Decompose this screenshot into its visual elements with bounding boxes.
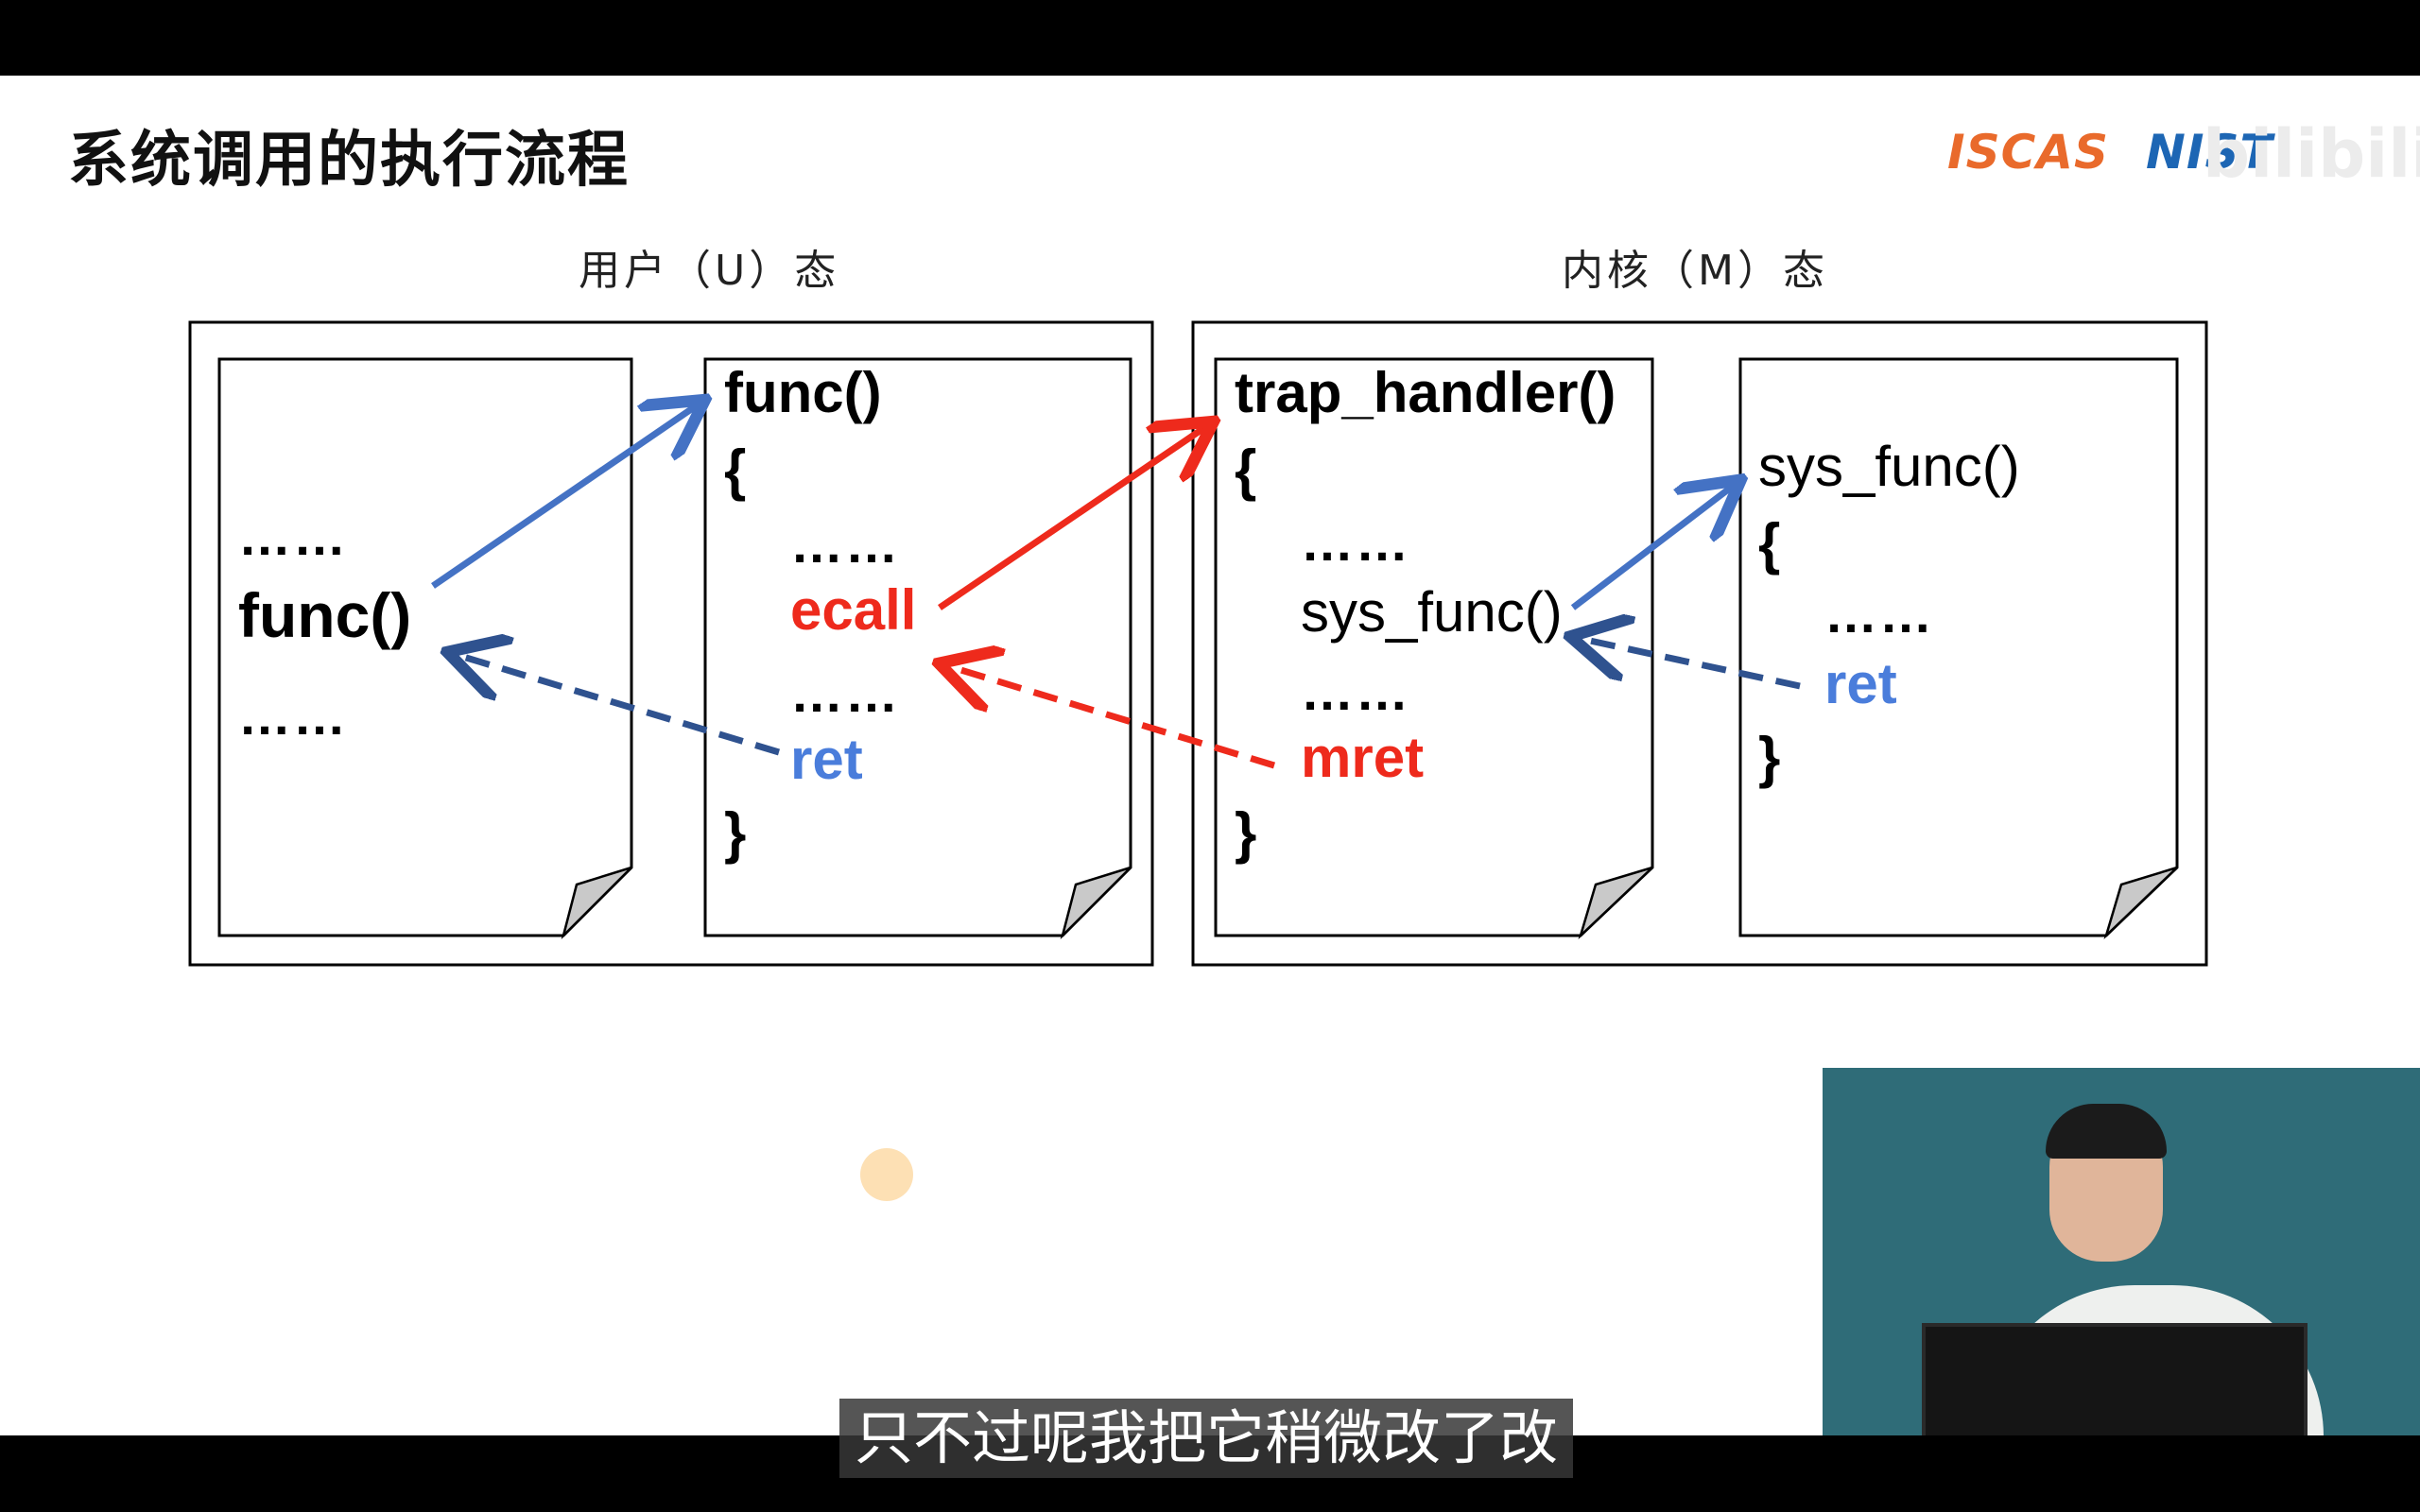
mret-return-arrow (945, 665, 1276, 769)
func-header: func() (724, 361, 882, 424)
call-sys-func-arrow (1570, 484, 1736, 610)
iscas-logo: ISCAS (1947, 125, 2110, 180)
video-subtitle: 只不过呢我把它稍微改了改 (839, 1399, 1574, 1478)
trap-dots-1: …… (1301, 512, 1410, 572)
caller-page (217, 357, 633, 940)
bilibili-watermark: bilibili (2203, 115, 2420, 193)
func-return-arrow (454, 654, 781, 756)
func-open-brace: { (724, 438, 747, 502)
kernel-mode-box (1191, 320, 2208, 967)
func-ret: ret (790, 728, 863, 791)
sys-open-brace: { (1758, 512, 1781, 576)
call-func-arrow (431, 404, 700, 589)
ecall-trap-arrow (938, 425, 1208, 610)
caller-dots-bottom: …… (238, 686, 348, 746)
sys-dots-1: …… (1824, 584, 1934, 644)
sys-func-return-arrow (1577, 638, 1801, 690)
func-dots-1: …… (790, 514, 900, 574)
sys-func-header: sys_func() (1758, 435, 2020, 498)
sys-func-page (1738, 357, 2179, 940)
sys-close-brace: } (1758, 726, 1781, 789)
trap-dots-2: …… (1301, 662, 1410, 721)
sys-ret: ret (1824, 652, 1897, 715)
func-dots-2: …… (790, 663, 900, 723)
caller-dots-top: …… (238, 507, 348, 566)
presenter-webcam (1823, 1068, 2420, 1435)
trap-open-brace: { (1235, 438, 1257, 502)
pointer-highlight-dot (860, 1148, 913, 1201)
presenter-hair (2046, 1104, 2167, 1159)
trap-sys-func-call: sys_func() (1301, 580, 1563, 644)
nist-logo: NIST (2146, 125, 2273, 180)
trap-handler-page (1214, 357, 1654, 940)
user-mode-box (188, 320, 1154, 967)
top-letterbox (0, 0, 2420, 76)
presenter-monitor (1922, 1323, 2308, 1435)
kernel-mode-label: 内核（M）态 (1562, 247, 1828, 295)
caller-func-call: func() (238, 580, 412, 650)
slide: 系统调用的执行流程 ISCAS NIST bilibili 用户（U）态 内核（… (0, 76, 2420, 1435)
trap-handler-header: trap_handler() (1235, 361, 1616, 424)
func-ecall: ecall (790, 578, 917, 642)
func-page (703, 357, 1132, 940)
user-mode-label: 用户（U）态 (579, 247, 840, 295)
trap-mret: mret (1301, 726, 1425, 789)
trap-close-brace: } (1235, 801, 1257, 865)
flow-diagram (188, 320, 2208, 967)
func-close-brace: } (724, 801, 747, 865)
slide-title: 系统调用的执行流程 (68, 126, 630, 196)
